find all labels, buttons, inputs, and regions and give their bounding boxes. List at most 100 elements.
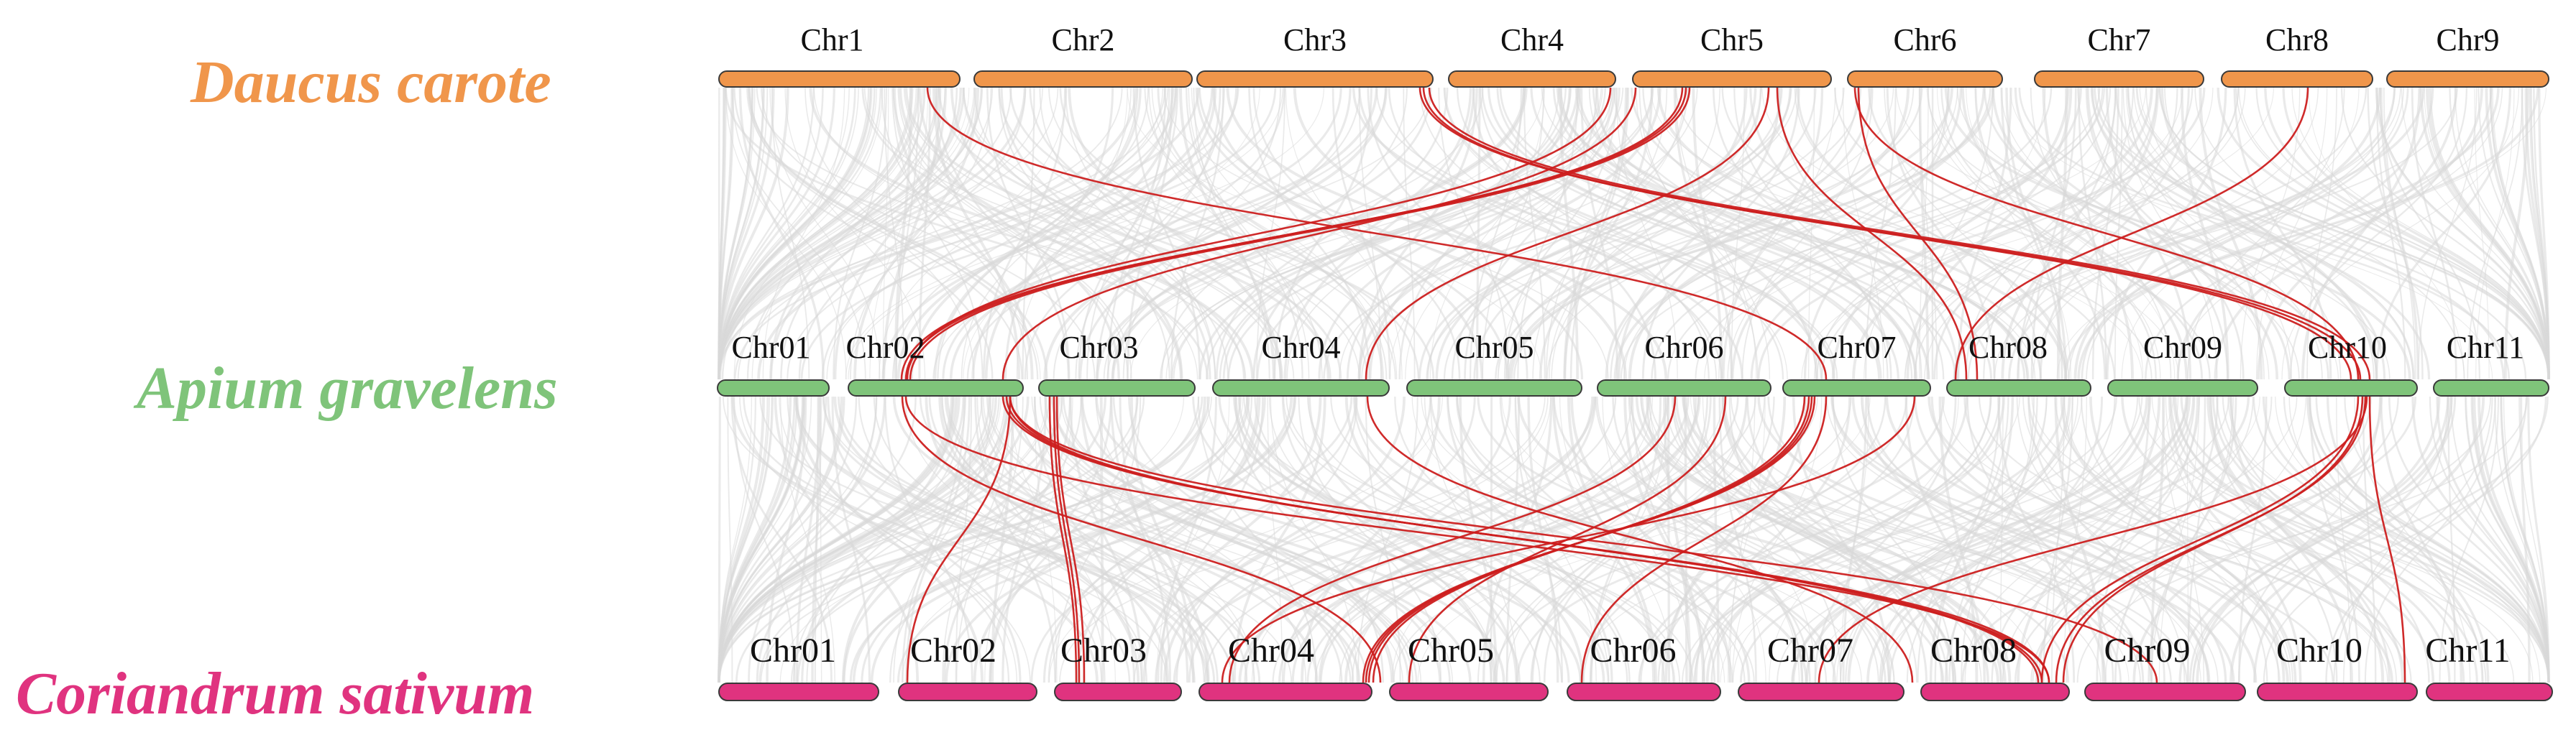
synteny-link-background <box>1122 87 1281 380</box>
synteny-link-background <box>1206 396 1541 683</box>
synteny-link-background <box>1254 396 1563 683</box>
synteny-link-background <box>991 396 1014 683</box>
synteny-link-background <box>1559 87 1992 380</box>
chromosome-bar-apium-chr03 <box>1038 379 1196 397</box>
synteny-link-background <box>761 87 1096 380</box>
synteny-link-highlight <box>1853 87 2360 380</box>
synteny-link-background <box>941 396 1209 683</box>
synteny-link-background <box>1389 87 1613 380</box>
synteny-link-background <box>2341 87 2550 380</box>
synteny-link-background <box>1188 396 1476 683</box>
synteny-link-background <box>1685 396 2040 683</box>
synteny-link-background <box>1344 396 1585 683</box>
chromosome-bar-apium-chr09 <box>2107 379 2258 397</box>
synteny-link-background <box>955 396 1024 683</box>
synteny-link-background <box>1272 396 1757 683</box>
synteny-link-background <box>2104 396 2306 683</box>
synteny-link-background <box>1218 396 1676 683</box>
synteny-link-background <box>737 87 1123 380</box>
synteny-link-background <box>720 87 922 380</box>
synteny-link-background <box>2030 87 2077 380</box>
synteny-link-background <box>2500 396 2550 683</box>
chromosome-bar-coriandrum-chr02 <box>898 683 1037 701</box>
synteny-link-background <box>1318 396 1597 683</box>
synteny-link-background <box>798 87 1027 380</box>
chromosome-label-coriandrum-chr04: Chr04 <box>1228 632 1314 670</box>
synteny-link-background <box>942 87 1342 380</box>
synteny-link-background <box>1095 396 1307 683</box>
synteny-link-background <box>1444 87 1788 380</box>
synteny-link-highlight <box>1001 87 1637 380</box>
chromosome-label-daucus-chr7: Chr7 <box>2088 22 2151 57</box>
synteny-link-background <box>1589 396 1775 683</box>
synteny-link-background <box>1222 87 1572 380</box>
synteny-link-background <box>1953 87 2425 380</box>
synteny-link-background <box>2344 396 2550 683</box>
synteny-link-background <box>1934 396 2001 683</box>
synteny-link-background <box>1683 396 2188 683</box>
chromosome-bar-apium-chr06 <box>1597 379 1771 397</box>
synteny-link-background <box>2196 396 2441 683</box>
synteny-link-background <box>1940 87 2157 380</box>
synteny-link-background <box>2139 87 2549 380</box>
synteny-link-background <box>718 396 1048 683</box>
synteny-link-background <box>1479 87 1710 380</box>
synteny-link-background <box>1731 87 1963 380</box>
synteny-link-background <box>2262 396 2550 683</box>
synteny-link-background <box>1551 87 1762 380</box>
synteny-link-background <box>861 396 1242 683</box>
synteny-link-highlight <box>2368 396 2406 683</box>
chromosome-label-coriandrum-chr11: Chr11 <box>2425 632 2510 670</box>
synteny-link-background <box>1646 396 1803 683</box>
synteny-link-background <box>1739 396 2188 683</box>
highlighted-synteny-links <box>900 87 2406 683</box>
synteny-link-background <box>1729 396 1756 683</box>
synteny-link-background <box>1173 396 1596 683</box>
synteny-link-background <box>1086 87 1170 380</box>
synteny-link-background <box>718 87 835 380</box>
synteny-link-background <box>2518 396 2549 683</box>
synteny-link-background <box>779 396 1185 683</box>
synteny-link-background <box>731 87 866 380</box>
synteny-link-background <box>1096 87 1526 380</box>
synteny-link-background <box>1256 87 1616 380</box>
synteny-link-background <box>770 87 977 380</box>
synteny-link-background <box>2377 87 2549 380</box>
synteny-link-background <box>1831 87 2070 380</box>
synteny-link-background <box>1639 396 1968 683</box>
synteny-link-background <box>1161 87 1408 380</box>
species-label-coriandrum: Coriandrum sativum <box>16 660 534 727</box>
synteny-link-background <box>1889 396 2194 683</box>
synteny-link-background <box>2035 396 2273 683</box>
synteny-link-background <box>826 87 1163 380</box>
synteny-link-background <box>1831 396 2334 683</box>
synteny-link-background <box>2533 87 2550 380</box>
synteny-link-background <box>2256 87 2328 380</box>
synteny-link-background <box>831 396 871 683</box>
synteny-link-background <box>757 87 1138 380</box>
synteny-link-background <box>748 396 878 683</box>
chromosome-label-daucus-chr4: Chr4 <box>1500 22 1564 57</box>
chromosome-label-coriandrum-chr03: Chr03 <box>1060 632 1147 670</box>
synteny-link-background <box>1808 87 1815 380</box>
chromosome-label-coriandrum-chr05: Chr05 <box>1408 632 1494 670</box>
synteny-link-background <box>2354 396 2471 683</box>
synteny-link-background <box>779 396 1018 683</box>
synteny-link-highlight <box>909 87 1691 380</box>
synteny-link-background <box>1307 396 1665 683</box>
synteny-link-background <box>1675 87 1757 380</box>
synteny-link-background <box>884 396 973 683</box>
synteny-link-background <box>2492 87 2549 380</box>
synteny-link-background <box>1722 396 2012 683</box>
synteny-link-background <box>718 87 1059 380</box>
synteny-link-background <box>1438 87 1510 380</box>
synteny-link-background <box>1842 396 1868 683</box>
synteny-link-background <box>1684 396 1688 683</box>
synteny-link-background <box>1298 396 1442 683</box>
chromosome-label-apium-chr06: Chr06 <box>1645 330 1724 365</box>
synteny-link-background <box>2211 396 2465 683</box>
synteny-link-background <box>1513 87 1991 380</box>
synteny-link-background <box>2091 87 2378 380</box>
synteny-link-background <box>2127 87 2386 380</box>
chromosome-label-apium-chr03: Chr03 <box>1060 330 1139 365</box>
